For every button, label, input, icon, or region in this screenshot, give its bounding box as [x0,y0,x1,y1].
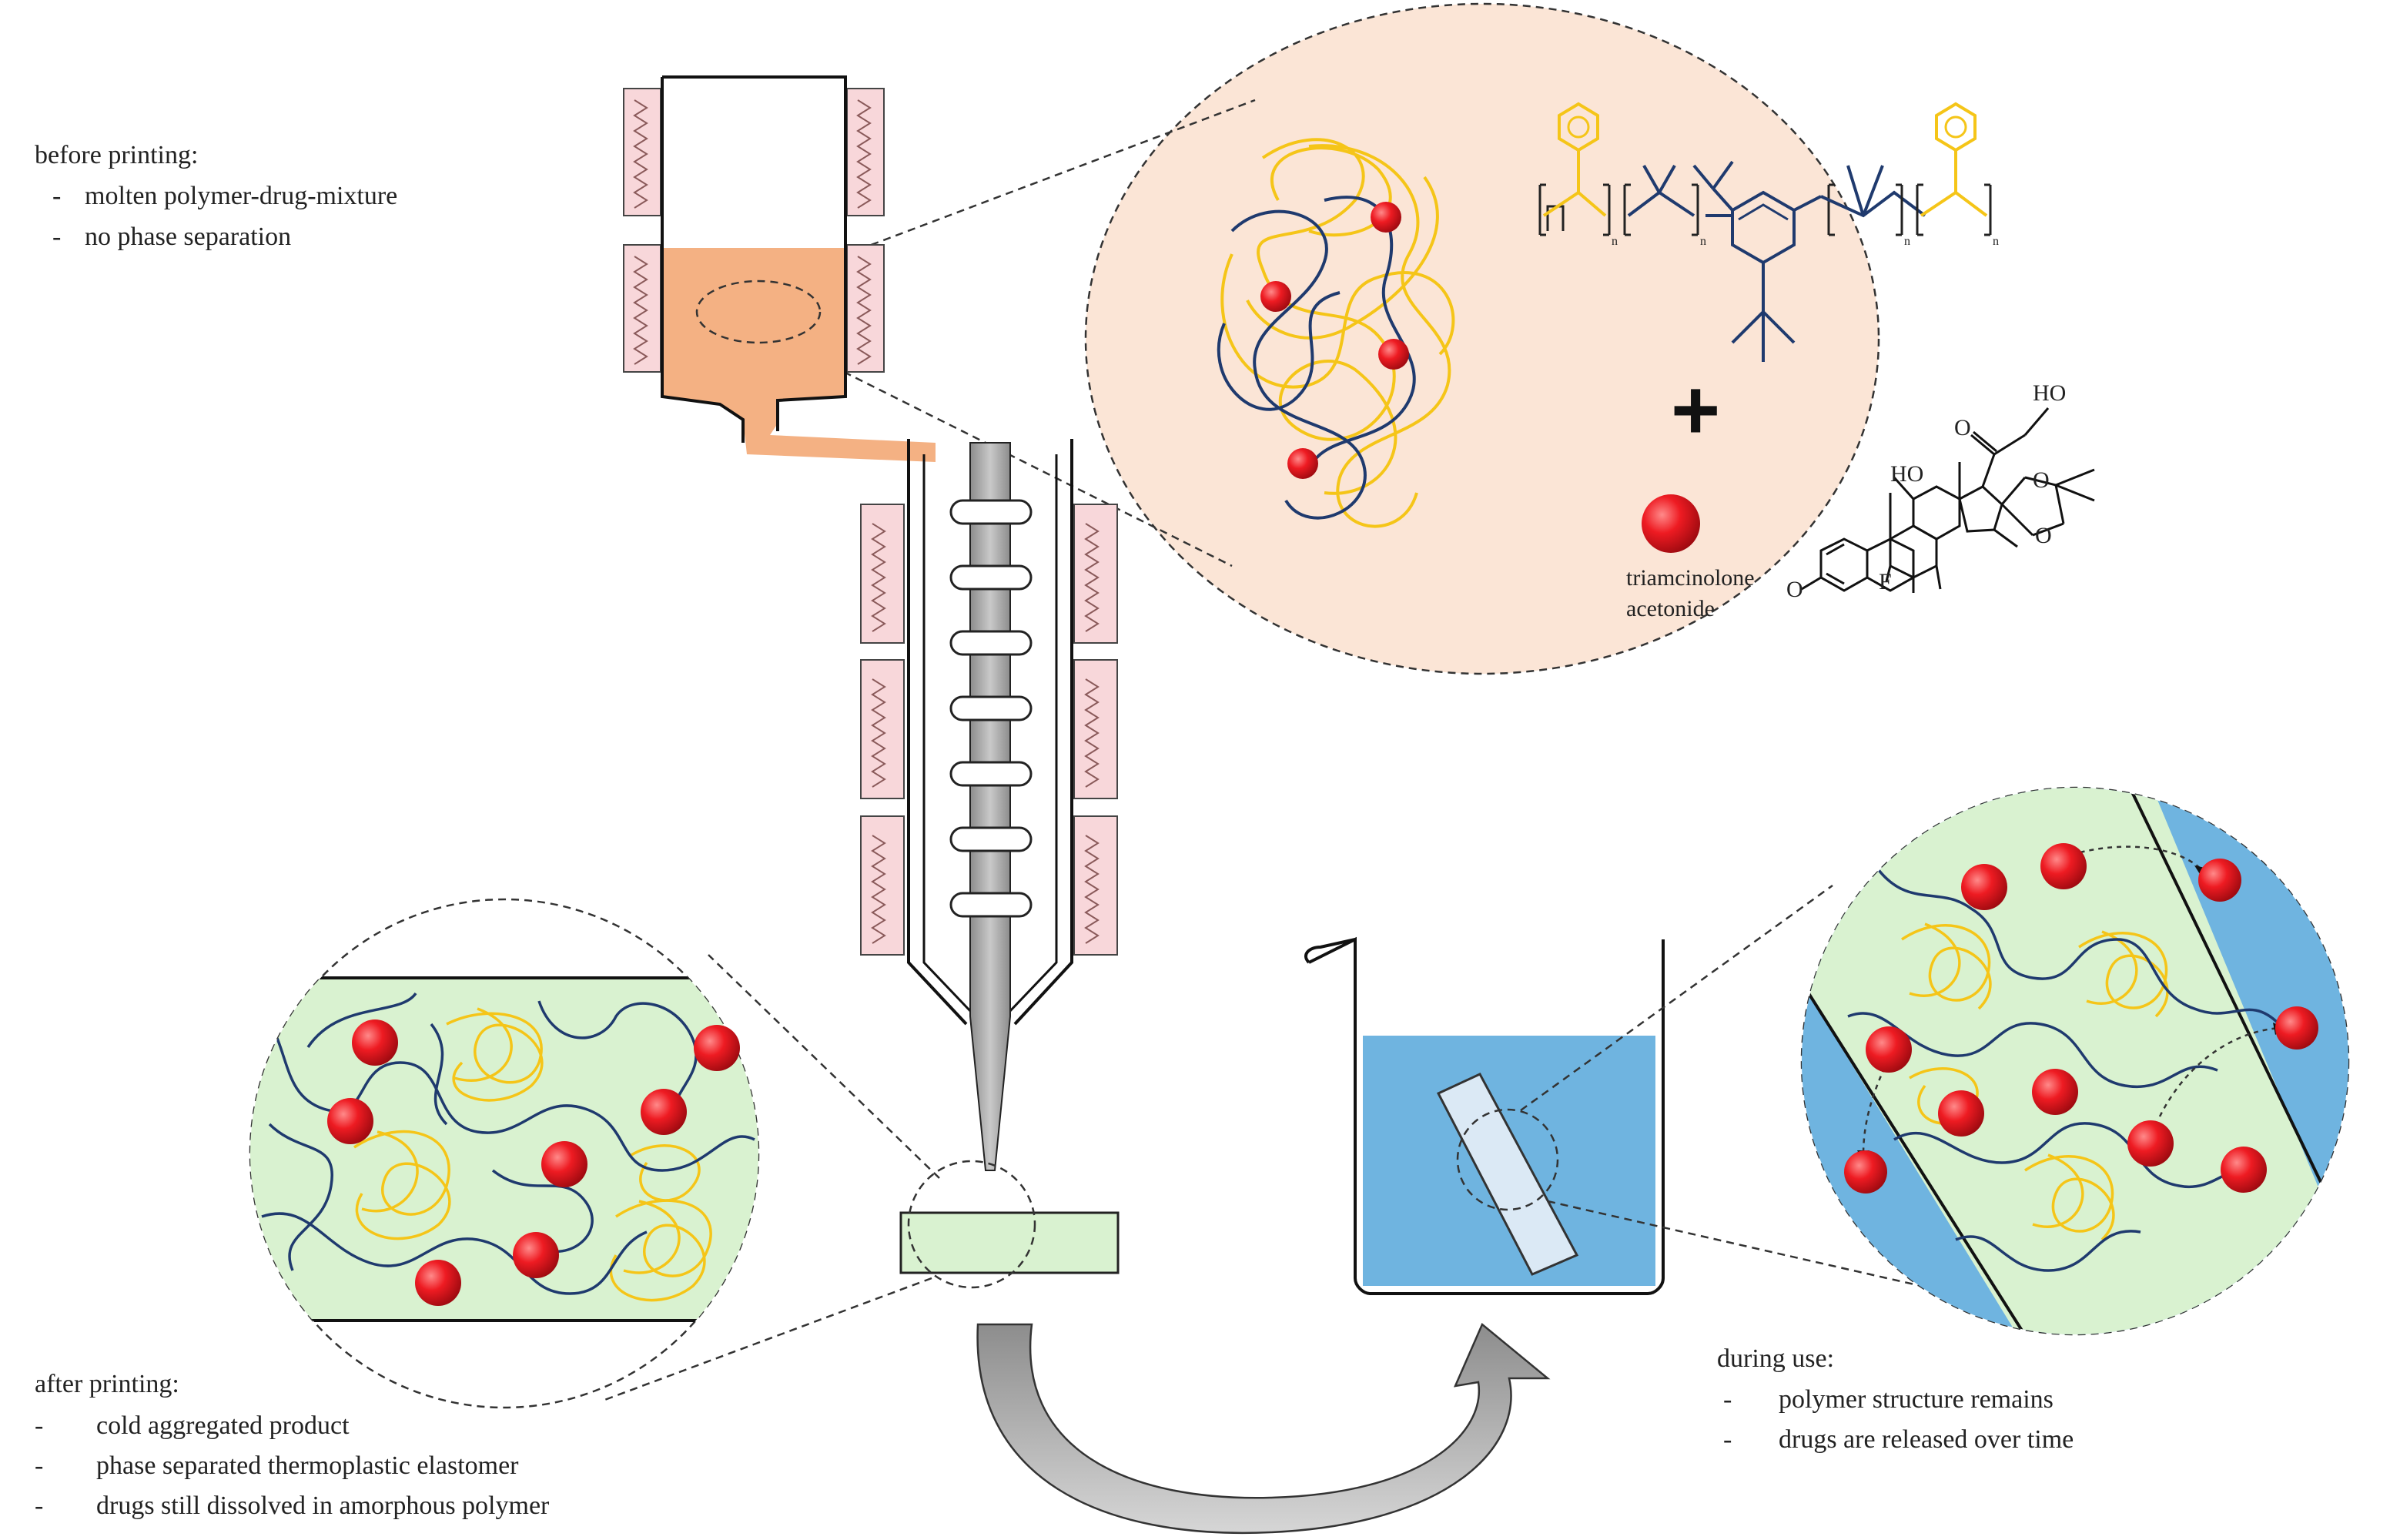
drug-particle [1938,1090,1984,1137]
during-use-bubble [1800,786,2350,1336]
screw-flights [949,499,1033,918]
drug-particle [2040,843,2087,889]
zoom-line-beaker-bottom [1547,1200,2064,1320]
drug-particle [1378,339,1409,370]
heater-block [860,504,905,644]
after-title: after printing: [35,1370,179,1398]
after-bullet-1: - [35,1411,43,1440]
drug-particle [1287,448,1318,479]
drug-particle [1961,864,2007,910]
drug-name-line2: acetonide [1626,596,1715,621]
subscript-n: n [1612,235,1618,248]
heater-block [860,659,905,799]
during-item-1: polymer structure remains [1779,1385,2054,1414]
during-bullet-1: - [1723,1385,1732,1414]
printed-product [899,1211,1120,1274]
after-printing-text: after printing: - cold aggregated produc… [35,1370,550,1520]
polymer-structure: n n n [1538,102,1999,362]
drug-particle [2221,1147,2267,1193]
screw-shaft [969,442,1011,1171]
before-printing-text: before printing: - molten polymer-drug-m… [35,141,397,251]
during-title: during use: [1717,1344,1834,1373]
after-bullet-2: - [35,1451,43,1480]
heater-block [1073,504,1118,644]
acetonide-o2-label: O [2035,523,2052,548]
released-drug-particle [2275,1006,2318,1050]
ketone-o-label: O [1954,415,1971,440]
zoom-ellipse-hopper [695,280,822,344]
drug-particle [513,1232,559,1278]
ho-label-11: HO [1890,461,1923,487]
molecule-bubble-outline [1084,2,1880,675]
heater-block [623,244,661,373]
heater-block [860,815,905,956]
drug-particle [1371,202,1401,233]
enone-o-label: O [1786,577,1803,602]
drug-legend-particle [1642,494,1700,553]
before-title: before printing: [35,141,198,169]
before-bullet-1: - [52,182,61,210]
oh-label-21: HO [2033,380,2066,406]
after-printing-bubble [249,898,760,1409]
drug-particle [641,1089,687,1135]
before-item-1: molten polymer-drug-mixture [85,182,397,210]
beaker-outline [1304,936,1665,1295]
subscript-n: n [1904,235,1910,248]
heater-block [1073,815,1118,956]
heater-block [1073,659,1118,799]
heater-block [846,88,885,216]
released-drug-particle [1844,1150,1887,1194]
drug-particle [1866,1026,1912,1073]
drug-particle [2032,1069,2078,1115]
before-bullet-2: - [52,223,61,251]
zoom-line-beaker-top [1520,884,1833,1112]
heater-block [623,88,661,216]
drug-particle [541,1141,587,1187]
subscript-n: n [1700,235,1706,248]
after-bullet-3: - [35,1491,43,1520]
beaker [1304,884,2064,1320]
extruder-barrel [860,439,1118,1171]
after-item-2: phase separated thermoplastic elastomer [96,1451,519,1480]
after-item-3: drugs still dissolved in amorphous polym… [96,1491,550,1520]
hopper [623,75,936,462]
before-item-2: no phase separation [85,223,291,251]
drug-particle [352,1019,398,1066]
after-item-1: cold aggregated product [96,1411,350,1440]
drug-particle [694,1025,740,1071]
zoom-circle-beaker [1456,1108,1559,1211]
drug-particle [1260,281,1291,312]
drug-particle [415,1260,461,1306]
subscript-n: n [1993,235,1999,248]
zoom-circle-printed [907,1160,1036,1289]
zoom-line-printed-top [708,954,940,1179]
heater-block [846,244,885,373]
during-use-text: during use: - polymer structure remains … [1717,1344,2074,1454]
triamcinolone-structure [1801,407,2095,593]
fluoro-label: F [1879,569,1892,594]
drug-particle [327,1098,373,1144]
molten-polymer [662,248,936,462]
drug-name-line1: triamcinolone [1626,565,1755,591]
acetonide-o1-label: O [2033,467,2050,493]
process-arrow [976,1322,1551,1535]
plus-sign: + [1671,363,1720,457]
polymer-coil-bubble [1217,138,1455,528]
zoom-line-printed-bottom [600,1277,932,1403]
released-drug-particle [2198,859,2241,902]
during-bullet-2: - [1723,1425,1732,1454]
drug-particle [2127,1120,2174,1167]
during-item-2: drugs are released over time [1779,1425,2074,1454]
